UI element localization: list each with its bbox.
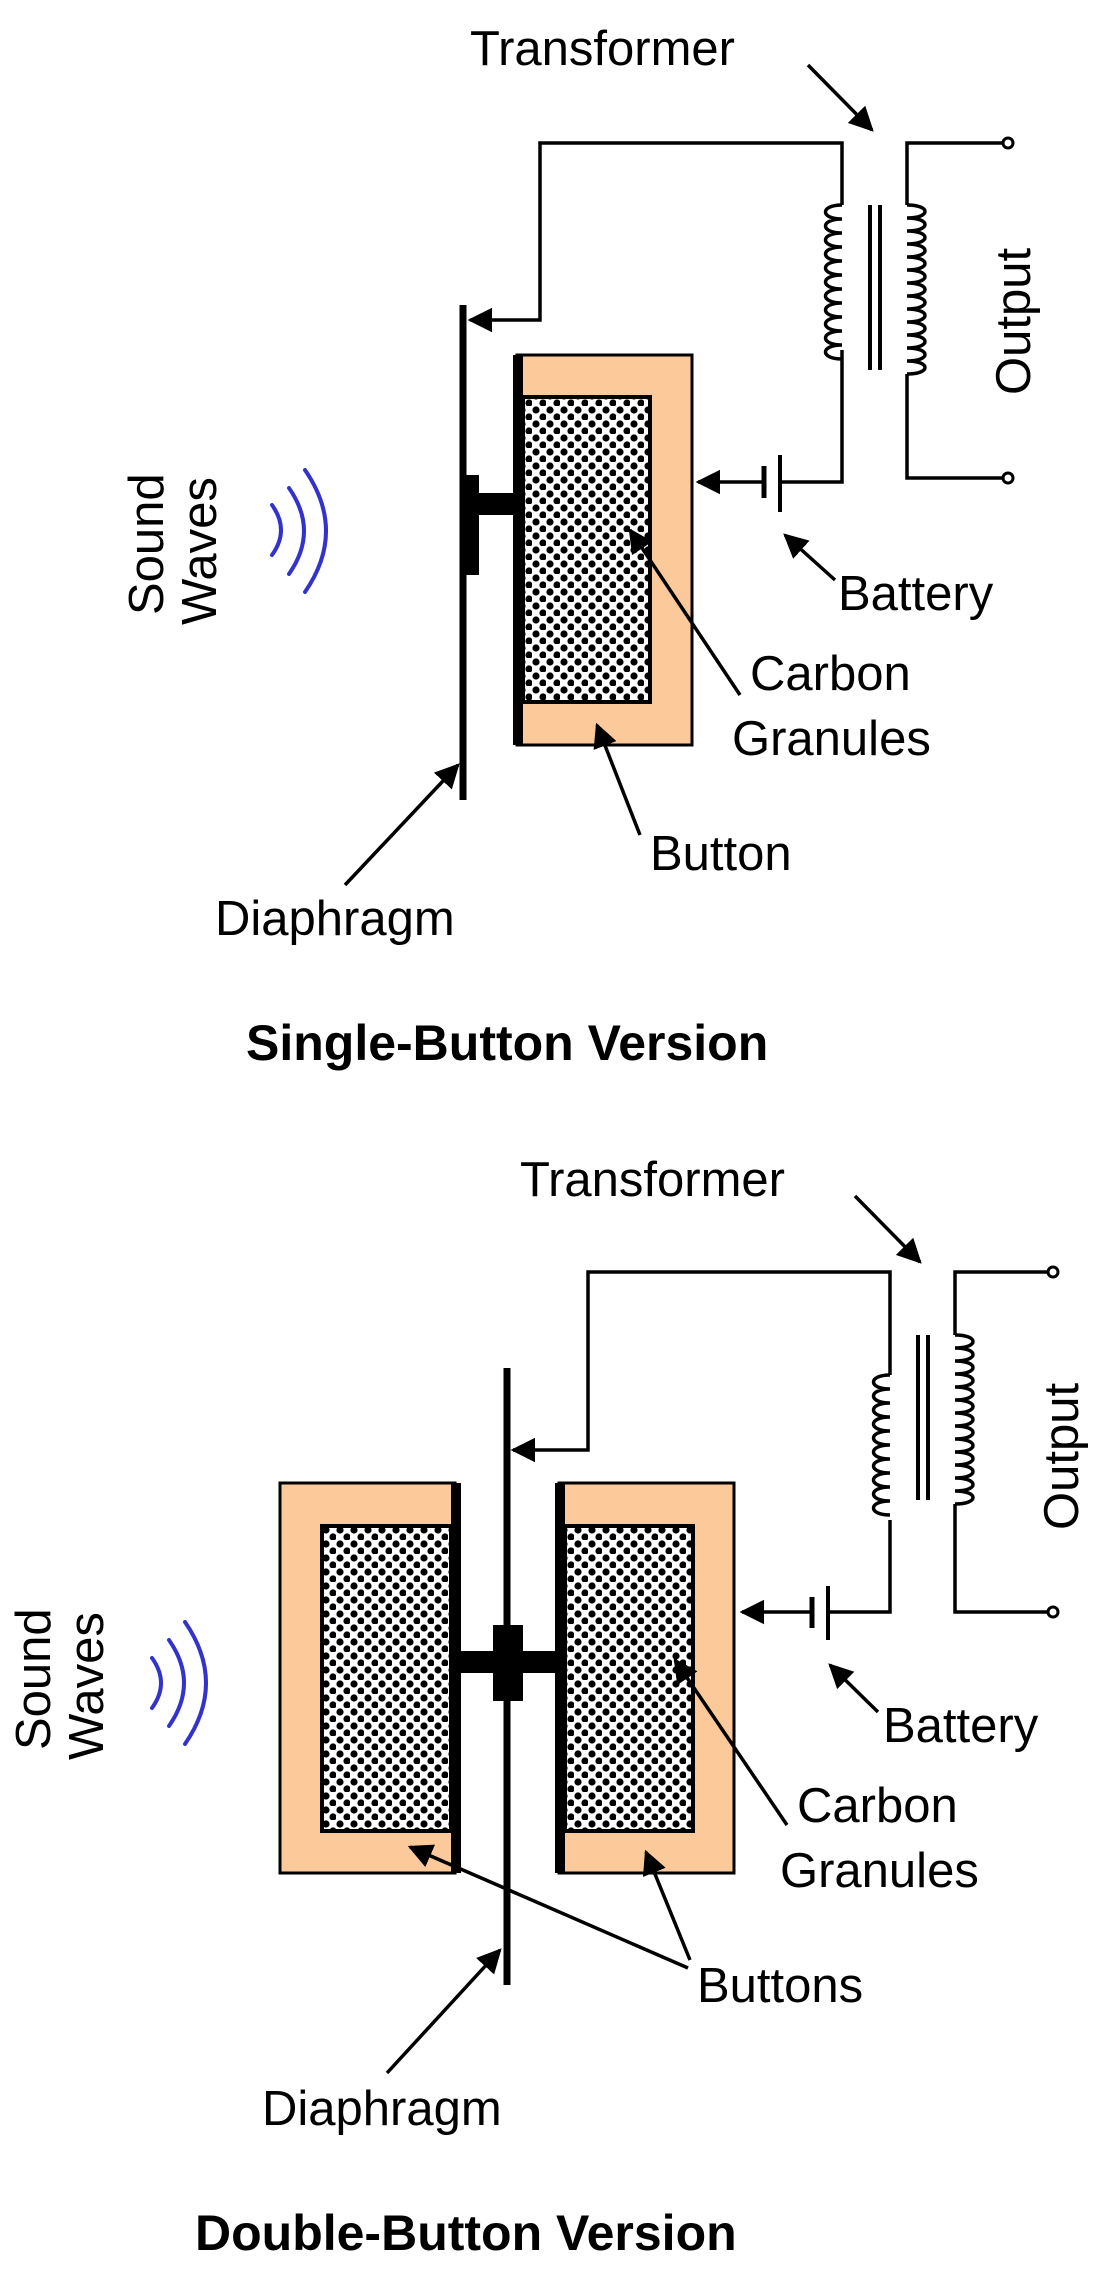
circuit-wire-top bbox=[467, 141, 844, 333]
buttons-arrow-right bbox=[642, 1849, 692, 1961]
sound-wave-icon bbox=[150, 1620, 208, 1746]
transformer-label: Transformer bbox=[520, 1153, 785, 1207]
carbon-granules-label-line1: Carbon bbox=[797, 1779, 958, 1833]
output-label: Output bbox=[1035, 1383, 1089, 1530]
left-carbon-granules bbox=[320, 1524, 453, 1833]
double-button-title: Double-Button Version bbox=[195, 2205, 737, 2261]
output-terminal-bottom bbox=[1001, 471, 1015, 485]
output-terminal-bottom bbox=[1046, 1605, 1060, 1619]
output-wire-bottom bbox=[905, 374, 1005, 480]
button-label: Button bbox=[650, 827, 792, 881]
carbon-granules bbox=[521, 395, 652, 704]
sound-waves-label-line1: Sound bbox=[120, 473, 174, 615]
output-terminal-top bbox=[1001, 136, 1015, 150]
sound-waves-label-line1: Sound bbox=[7, 1608, 61, 1750]
output-wire-top bbox=[953, 1270, 1050, 1335]
battery-arrow bbox=[783, 533, 837, 582]
carbon-granules-arrow bbox=[673, 1657, 789, 1826]
output-wire-top bbox=[905, 141, 1005, 205]
output-terminal-top bbox=[1046, 1265, 1060, 1279]
button-back-electrode bbox=[513, 355, 523, 745]
diaphragm-label: Diaphragm bbox=[262, 2082, 502, 2136]
battery-arrow bbox=[828, 1663, 880, 1714]
transformer-secondary-coil bbox=[906, 203, 927, 376]
double-button-diagram: Transformer Output Sound Waves Battery C… bbox=[7, 1153, 1089, 2261]
carbon-granules-label-line1: Carbon bbox=[750, 647, 911, 701]
sound-waves-label-line2: Waves bbox=[173, 477, 227, 625]
output-label: Output bbox=[987, 248, 1041, 395]
sound-wave-icon bbox=[270, 468, 328, 594]
diaphragm-arrow bbox=[343, 763, 460, 887]
left-button-back-electrode bbox=[451, 1483, 461, 1873]
battery-label: Battery bbox=[883, 1699, 1039, 1753]
circuit-wire-battery bbox=[780, 350, 844, 484]
transformer-arrow bbox=[806, 63, 874, 132]
diaphragm-hub bbox=[463, 475, 479, 575]
diaphragm-hub bbox=[493, 1625, 523, 1701]
right-carbon-granules bbox=[563, 1524, 695, 1833]
output-wire-bottom bbox=[953, 1504, 1050, 1614]
right-button-back-electrode bbox=[555, 1483, 565, 1873]
battery-label: Battery bbox=[838, 567, 994, 621]
button-arrow bbox=[593, 722, 642, 836]
buttons-arrow-left bbox=[407, 1844, 689, 1970]
diaphragm-arrow bbox=[385, 1948, 502, 2075]
circuit-wire-top bbox=[510, 1270, 892, 1463]
transformer-arrow bbox=[853, 1194, 922, 1264]
sound-waves-label-line2: Waves bbox=[60, 1612, 114, 1760]
transformer-secondary-coil bbox=[954, 1333, 975, 1506]
transformer-primary-coil bbox=[871, 1373, 891, 1517]
carbon-granules-arrow bbox=[628, 527, 742, 696]
circuit-wire-battery bbox=[828, 1520, 892, 1614]
buttons-label: Buttons bbox=[697, 1959, 863, 2013]
single-button-title: Single-Button Version bbox=[246, 1015, 768, 1071]
carbon-granules-label-line2: Granules bbox=[732, 712, 931, 766]
single-button-diagram: Transformer Output Sound Waves Battery C… bbox=[120, 22, 1041, 1071]
transformer-label: Transformer bbox=[470, 22, 735, 76]
carbon-granules-label-line2: Granules bbox=[780, 1844, 979, 1898]
diaphragm-label: Diaphragm bbox=[215, 892, 455, 946]
transformer-primary-coil bbox=[823, 203, 843, 361]
